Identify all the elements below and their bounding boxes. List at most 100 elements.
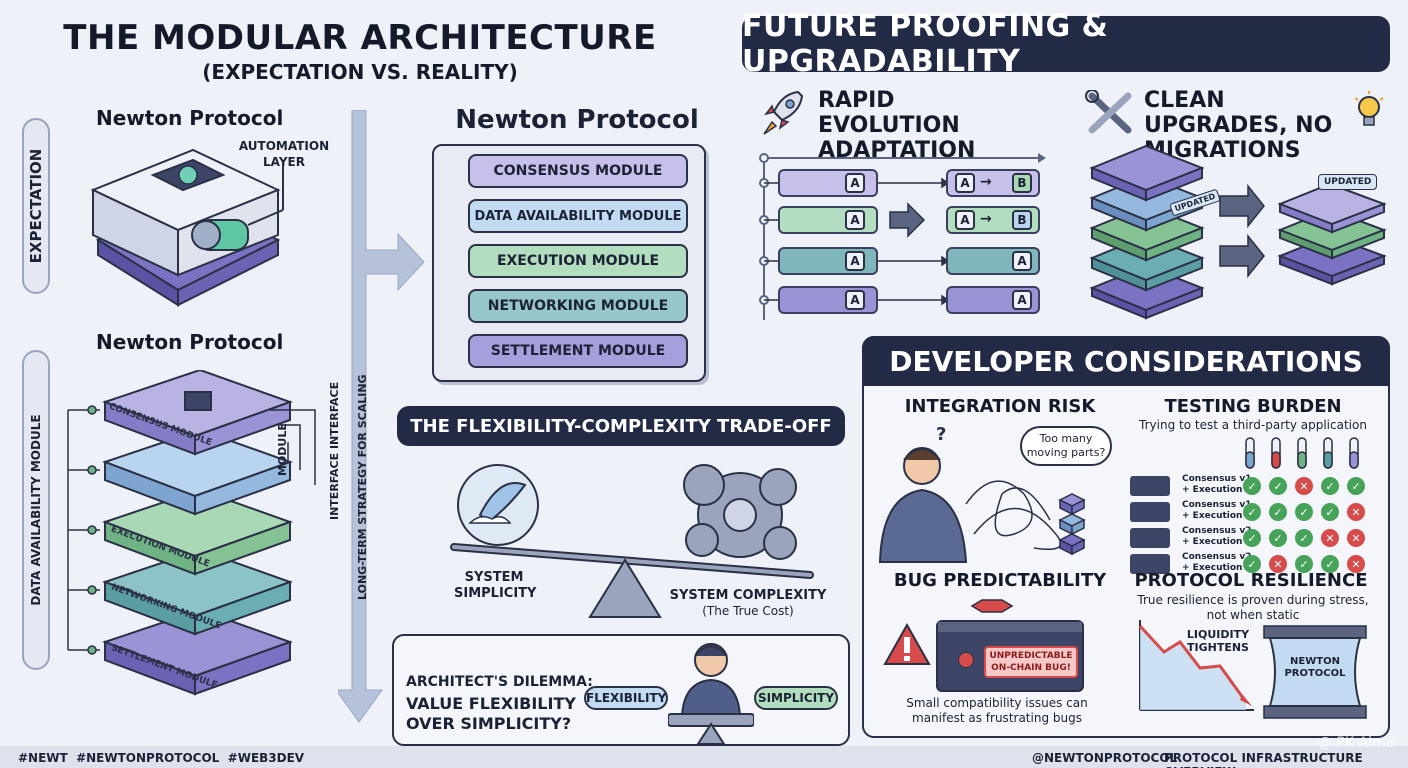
automation-layer-label: AUTOMATION LAYER (238, 139, 330, 169)
architect-figure (668, 643, 754, 745)
module-vertical-label: MODULE (276, 423, 289, 476)
evo-key-a: A (845, 210, 865, 230)
evo-key-a: A (845, 251, 865, 271)
resilience-stress-chart (1138, 620, 1254, 711)
test-row-label: Consensus v2 (1182, 552, 1252, 562)
lightbulb-icon (1354, 91, 1384, 126)
test-fail-icon: ✕ (1269, 555, 1287, 573)
test-row: Consensus v1 + Execution v2 (1130, 500, 1380, 524)
scaling-strategy-arrow (338, 110, 425, 723)
wrench-screwdriver-icon (1085, 90, 1132, 134)
watermark: @ PK Alma (1318, 735, 1395, 751)
liquidity-tightens-label: LIQUIDITY TIGHTENS (1186, 628, 1250, 654)
test-row: Consensus v2 + Execution v1 (1130, 552, 1380, 576)
clean-upgrade-stacks (1089, 144, 1387, 320)
test-fail-icon: ✕ (1295, 477, 1313, 495)
evo-key-a: A (1012, 290, 1032, 310)
bug-caption: Small compatibility issues can manifest … (906, 696, 1088, 725)
testing-burden-subtitle: Trying to test a third-party application (1139, 418, 1367, 432)
protocol-resilience-subtitle: True resilience is proven during stress,… (1137, 593, 1369, 622)
evo-key-b: B (1012, 210, 1032, 230)
testing-burden-title: TESTING BURDEN (1164, 396, 1342, 417)
tradeoff-seesaw (450, 464, 814, 618)
test-fail-icon: ✕ (1347, 503, 1365, 521)
confused-developer-illustration: ? (878, 424, 1086, 563)
test-pass-icon: ✓ (1321, 555, 1339, 573)
test-row: Consensus v2 + Execution v2 (1130, 526, 1380, 550)
rocket-icon (763, 90, 804, 135)
newton-protocol-box-label: NEWTON PROTOCOL (1284, 656, 1346, 679)
newton-module-box: CONSENSUS MODULE DATA AVAILABILITY MODUL… (432, 144, 706, 382)
footer-hashtags: #NEWT #NEWTONPROTOCOL #WEB3DEV (18, 751, 305, 765)
evo-key-a: A (845, 173, 865, 193)
test-pass-icon: ✓ (1347, 477, 1365, 495)
test-fail-icon: ✕ (1347, 529, 1365, 547)
data-availability-side-label: DATA AVAILABILITY MODULE (22, 350, 50, 670)
tradeoff-banner: THE FLEXIBILITY-COMPLEXITY TRADE-OFF (397, 406, 845, 446)
evo-key-a: A (1012, 251, 1032, 271)
footer-overview: PROTOCOL INFRASTRUCTURE OVERVIEW (1164, 751, 1363, 768)
bug-icon (970, 599, 1014, 613)
flexibility-pill: FLEXIBILITY (584, 686, 668, 710)
newton-protocol-heading-top: Newton Protocol (96, 106, 284, 130)
test-pass-icon: ✓ (1295, 529, 1313, 547)
test-pass-icon: ✓ (1269, 529, 1287, 547)
computer-icon (1130, 528, 1170, 548)
module-data-availability: DATA AVAILABILITY MODULE (468, 199, 688, 233)
newton-protocol-heading-bottom: Newton Protocol (96, 330, 284, 354)
svg-text:?: ? (936, 424, 946, 445)
test-row-label: + Execution v2 (1182, 537, 1258, 547)
test-row-label: Consensus v1 (1182, 500, 1252, 510)
dilemma-title: ARCHITECT'S DILEMMA: (406, 674, 593, 690)
dilemma-question: VALUE FLEXIBILITY OVER SIMPLICITY? (406, 694, 576, 733)
test-pass-icon: ✓ (1269, 503, 1287, 521)
module-consensus: CONSENSUS MODULE (468, 154, 688, 188)
test-pass-icon: ✓ (1321, 477, 1339, 495)
page-subtitle: (EXPECTATION VS. REALITY) (202, 60, 518, 84)
test-row-label: + Execution v2 (1182, 511, 1258, 521)
upgrade-arrow: → (980, 211, 992, 227)
test-pass-icon: ✓ (1243, 529, 1261, 547)
expectation-side-label: EXPECTATION (22, 118, 50, 294)
ladybug-icon (958, 652, 974, 668)
automation-server-illustration (90, 148, 284, 307)
clean-upgrades-title: CLEAN UPGRADES, NO MIGRATIONS (1144, 88, 1333, 163)
evo-key-a: A (955, 210, 975, 230)
developer-considerations-banner: DEVELOPER CONSIDERATIONS (862, 336, 1390, 386)
test-row-label: Consensus v2 (1182, 526, 1252, 536)
protocol-resilience-title: PROTOCOL RESILIENCE (1134, 570, 1368, 591)
simplicity-pill: SIMPLICITY (754, 686, 838, 710)
test-row-label: + Execution v2 (1182, 485, 1258, 495)
test-tubes-icon (1245, 437, 1359, 469)
test-pass-icon: ✓ (1295, 503, 1313, 521)
footer-handle: @NEWTONPROTOCOL (1032, 751, 1178, 765)
pressure-frame-illustration (1263, 625, 1367, 719)
warning-icon (883, 622, 931, 665)
test-fail-icon: ✕ (1321, 529, 1339, 547)
computer-icon (1130, 502, 1170, 522)
module-execution: EXECUTION MODULE (468, 244, 688, 278)
test-pass-icon: ✓ (1269, 477, 1287, 495)
test-row-label: + Execution v1 (1182, 563, 1258, 573)
page-title: THE MODULAR ARCHITECTURE (63, 18, 657, 58)
newton-title-center: Newton Protocol (455, 105, 699, 135)
code-window-titlebar (938, 622, 1082, 632)
footer-bar (0, 746, 1408, 768)
test-pass-icon: ✓ (1243, 555, 1261, 573)
test-pass-icon: ✓ (1321, 503, 1339, 521)
bug-predictability-title: BUG PREDICTABILITY (893, 570, 1107, 591)
upgrade-arrow: → (980, 174, 992, 190)
module-networking: NETWORKING MODULE (468, 289, 688, 323)
evolution-timeline (759, 153, 1046, 320)
evo-key-b: B (1012, 173, 1032, 193)
computer-icon (1130, 476, 1170, 496)
updated-tag-right: UPDATED (1318, 174, 1378, 190)
moving-parts-bubble: Too many moving parts? (1020, 426, 1112, 466)
future-proofing-banner: FUTURE PROOFING & UPGRADABILITY (742, 9, 1390, 79)
test-row: Consensus v1 + Execution v2 (1130, 474, 1380, 498)
system-complexity-label: SYSTEM COMPLEXITY (669, 588, 827, 603)
test-pass-icon: ✓ (1295, 555, 1313, 573)
evo-key-a: A (845, 290, 865, 310)
modular-layer-stack (67, 370, 316, 696)
computer-icon (1130, 554, 1170, 574)
